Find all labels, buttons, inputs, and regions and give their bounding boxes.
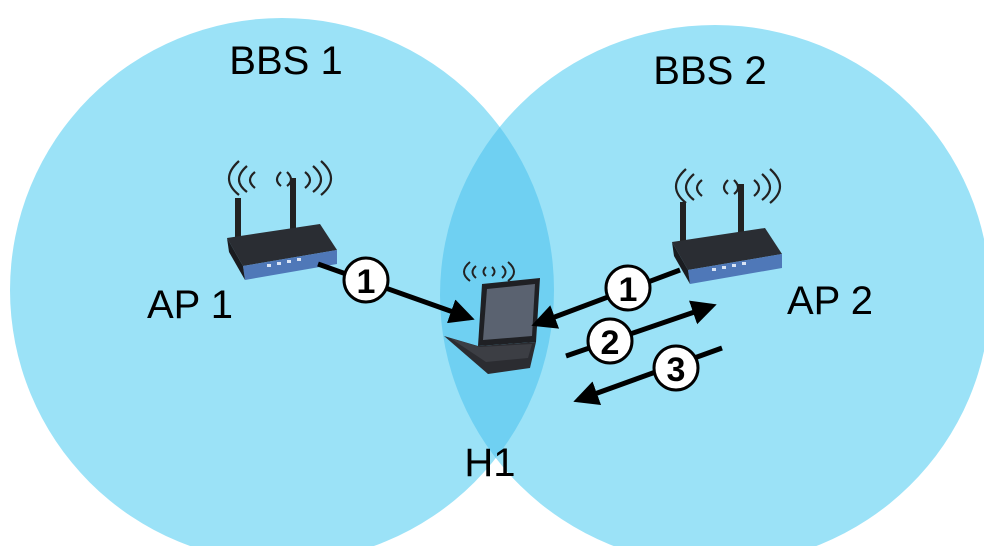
step-number: 3 — [667, 351, 686, 389]
step-badge — [604, 264, 652, 312]
bss-1-area — [10, 18, 554, 546]
host-h1-label: H1 — [464, 441, 515, 485]
message-arrow-3: 3 — [573, 344, 723, 405]
wifi-signal-icon — [674, 168, 782, 204]
message-arrow-2: 2 — [565, 300, 717, 365]
ap-2-label: AP 2 — [787, 279, 873, 323]
bss-2-label: BBS 2 — [653, 49, 766, 93]
host-h1-laptop — [444, 261, 540, 374]
step-badge — [342, 256, 390, 304]
ap-2-router — [672, 168, 782, 284]
wifi-signal-icon — [227, 160, 333, 196]
bss-2-area — [440, 25, 984, 546]
message-arrow-1-ap1: 1 — [317, 256, 475, 324]
wireless-router-icon — [227, 178, 337, 280]
ap-1-router — [227, 160, 337, 280]
wifi-signal-icon — [463, 261, 515, 282]
step-number: 1 — [357, 263, 376, 301]
step-badge — [586, 317, 634, 365]
step-number: 1 — [619, 271, 638, 309]
wireless-router-icon — [672, 184, 782, 284]
laptop-icon — [444, 278, 540, 374]
ap-1-label: AP 1 — [147, 283, 233, 327]
bss-1-label: BBS 1 — [229, 39, 342, 83]
bss-2-circle — [440, 25, 984, 546]
step-badge — [652, 344, 700, 392]
step-number: 2 — [601, 324, 620, 362]
message-arrow-1-ap2: 1 — [531, 264, 681, 329]
bss-1-circle — [10, 18, 554, 546]
